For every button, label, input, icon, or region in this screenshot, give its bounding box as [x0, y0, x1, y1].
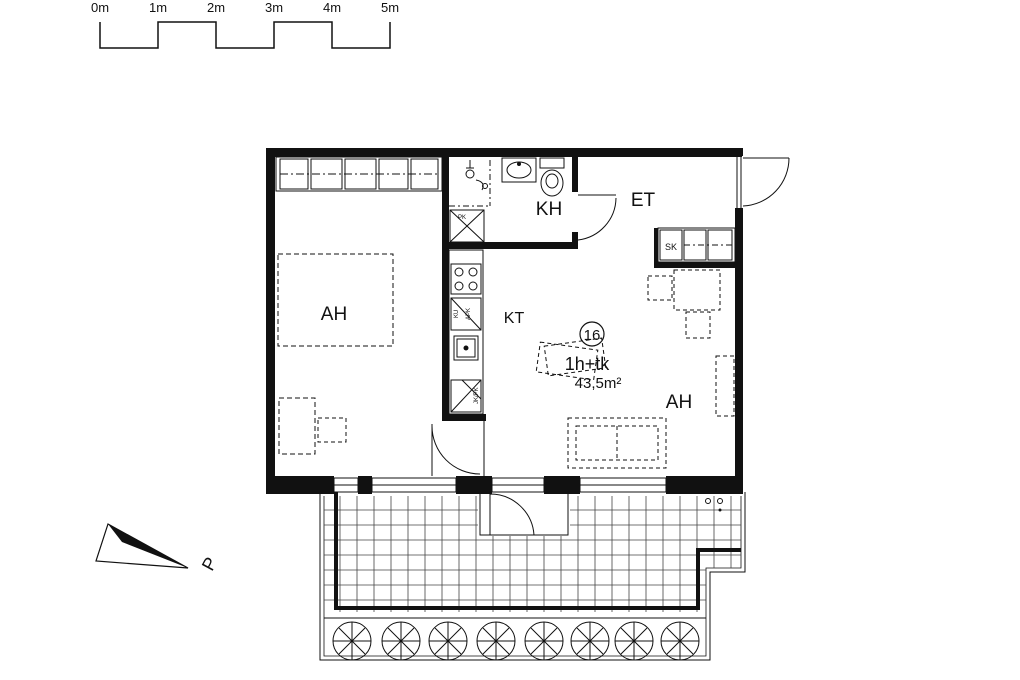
wardrobe-tag: SK: [665, 242, 677, 252]
balcony: [319, 492, 746, 661]
scale-tick-0: 0m: [91, 0, 109, 15]
plant-icon: [332, 621, 700, 661]
desk: [278, 397, 316, 455]
appliance-tag: APK: [466, 308, 472, 320]
scale-tick-4: 4m: [323, 0, 341, 15]
tv-stand: [715, 355, 735, 417]
north-arrow-icon: [95, 523, 189, 569]
apartment-type: 1h+tk: [565, 354, 611, 374]
dining-set: [647, 269, 721, 339]
room-label-bedroom: AH: [321, 304, 347, 325]
scale-bar: [99, 21, 391, 49]
scale-tick-1: 1m: [149, 0, 167, 15]
rug: [535, 337, 607, 381]
room-label-entrance: ET: [631, 190, 656, 211]
appliance-tag: PK: [458, 215, 466, 221]
apartment-number: 16: [584, 327, 601, 344]
scale-tick-5: 5m: [381, 0, 399, 15]
bed: [277, 253, 394, 347]
door: [431, 421, 485, 476]
window: [333, 477, 667, 493]
appliance-tag: JK/PK: [474, 387, 480, 404]
appliance-tag: KU: [454, 310, 460, 318]
entrance-door: [736, 156, 790, 208]
apartment-number-circle: [579, 321, 605, 347]
kitchen-counter: [448, 249, 484, 415]
bedroom-wardrobe: [275, 156, 443, 192]
interior-walls: [442, 156, 735, 421]
scale-tick-3: 3m: [265, 0, 283, 15]
exterior-walls: [266, 148, 743, 494]
room-label-bathroom: KH: [536, 199, 562, 220]
scale-tick-2: 2m: [207, 0, 225, 15]
room-label-kitchen: KT: [504, 310, 525, 327]
sofa: [567, 417, 667, 469]
north-label: P: [198, 554, 221, 574]
bathroom-fixtures: [449, 157, 565, 243]
door: [577, 194, 617, 241]
room-label-living: AH: [666, 392, 692, 413]
apartment-area: 43,5m²: [575, 375, 622, 392]
entrance-wardrobe: [657, 227, 736, 263]
chair: [317, 417, 347, 443]
